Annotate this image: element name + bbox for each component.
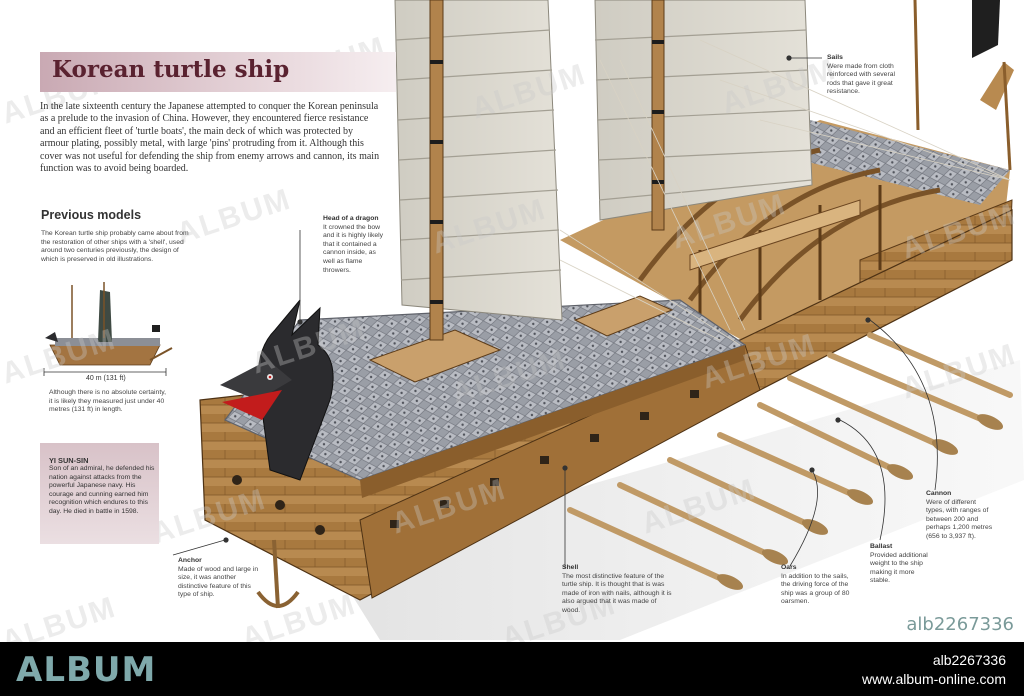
yi-sun-sin-title: YI SUN-SIN [49,456,89,465]
ballast-label: Ballast Provided additional weight to th… [870,543,930,586]
shell-label: Shell The most distinctive feature of th… [562,564,674,616]
title-band [40,52,396,92]
anchor-text: Made of wood and large in size, it was a… [178,565,259,599]
dragon-head-title: Head of a dragon [323,215,379,222]
dragon-head-text: It crowned the bow and it is highly like… [323,223,384,274]
previous-models-heading: Previous models [41,208,142,222]
previous-models-text: The Korean turtle ship probably came abo… [41,230,189,263]
ballast-title: Ballast [870,543,893,550]
yi-sun-sin-box [40,443,159,544]
ground-shadow [330,360,1024,640]
mast-base [368,329,502,383]
footer-image-id: alb2267336 [932,652,1006,668]
anchor-label: Anchor Made of wood and large in size, i… [178,557,260,600]
oars-title: Oars [781,564,797,571]
stern-flag [972,0,1000,58]
side-view-ship [43,282,173,376]
shell-text: The most distinctive feature of the turt… [562,572,672,614]
footer-url[interactable]: www.album-online.com [862,671,1006,687]
oars [567,332,1013,588]
cannon-label: Cannon Were of different types, with ran… [926,490,994,542]
cannon-title: Cannon [926,490,952,497]
shell-title: Shell [562,564,579,571]
sails-title: Sails [827,54,843,61]
footer-bar: ALBUM alb2267336 www.album-online.com [0,642,1024,696]
album-logo: ALBUM [16,650,157,690]
infographic-canvas: ALBUM ALBUM ALBUM ALBUM ALBUM ALBUM ALBU… [0,0,1024,642]
anchor-title: Anchor [178,557,202,564]
page-title: Korean turtle ship [52,56,290,83]
dragon-head-label: Head of a dragon It crowned the bow and … [323,215,385,275]
yi-sun-sin-text: Son of an admiral, he defended his natio… [49,465,155,515]
turtle-ship-illustration [43,0,1024,640]
anchor [256,539,300,609]
ballast-text: Provided additional weight to the ship m… [870,551,928,585]
oars-label: Oars In addition to the sails, the drivi… [781,564,851,607]
sails [394,0,1000,341]
leader-lines [172,55,938,568]
length-dimension: 40 m (131 ft) [86,375,126,382]
image-id-tag: alb2267336 [906,614,1014,635]
oars-text: In addition to the sails, the driving fo… [781,572,850,606]
oar-blades [716,414,1004,590]
sails-label: Sails Were made from cloth reinforced wi… [827,54,905,97]
intro-text: In the late sixteenth century the Japane… [40,101,380,175]
length-note: Although there is no absolute certainty,… [49,389,167,414]
dragon-head [220,299,334,481]
rigging [559,39,1011,346]
sails-text: Were made from cloth reinforced with sev… [827,62,895,96]
cannon-text: Were of different types, with ranges of … [926,498,993,540]
